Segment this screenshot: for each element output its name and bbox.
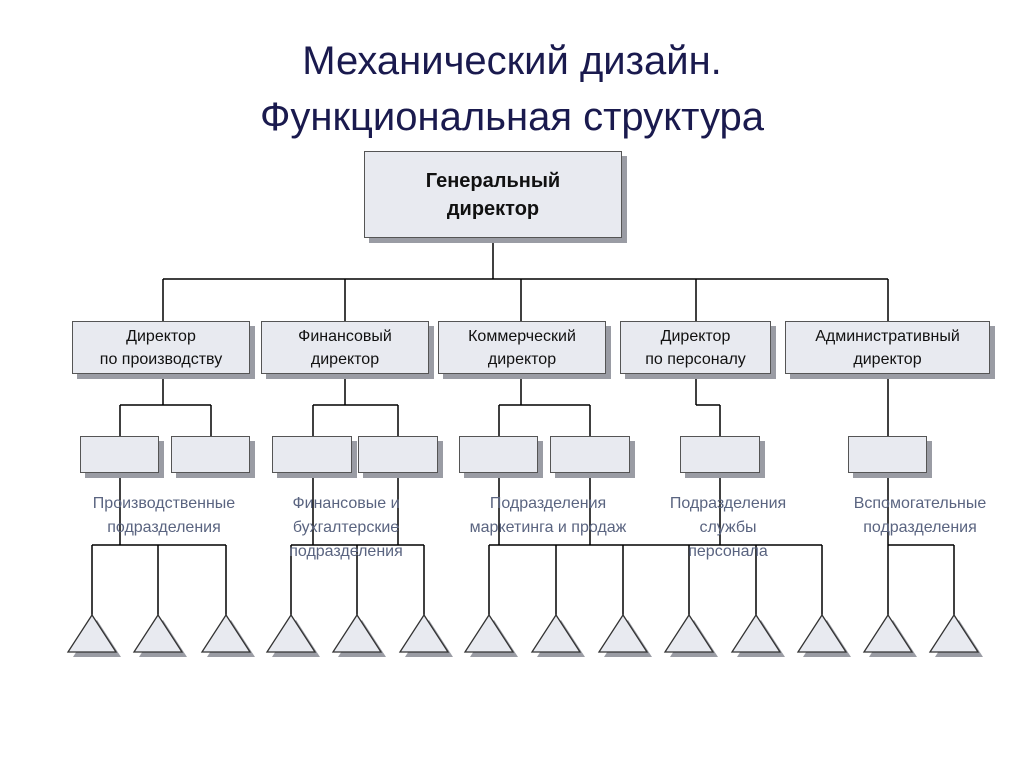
leaf-unit-triangle (730, 613, 782, 653)
leaf-unit-triangle (663, 613, 715, 653)
title-line-2: Функциональная структура (259, 95, 764, 139)
director-label-production: Директор по производству (99, 327, 223, 368)
director-box-production: Директор по производству (72, 321, 250, 374)
director-box-finance: Финансовый директор (261, 321, 429, 374)
leaf-unit-triangle (862, 613, 914, 653)
sub-unit-box (848, 436, 927, 473)
director-label-personnel: Директор по персоналу (645, 327, 746, 368)
leaf-unit-triangle (463, 613, 515, 653)
division-label-marketing: Подразделения маркетинга и продаж (469, 495, 627, 536)
leaf-unit-triangle (265, 613, 317, 653)
director-box-administrative: Административный директор (785, 321, 990, 374)
leaf-unit-triangle (530, 613, 582, 653)
division-label-auxiliary: Вспомогательные подразделения (853, 495, 987, 536)
sub-unit-box (80, 436, 159, 473)
director-box-personnel: Директор по персоналу (620, 321, 771, 374)
division-label-finance: Финансовые и бухгалтерские подразделения (289, 495, 403, 560)
director-box-commercial: Коммерческий директор (438, 321, 606, 374)
director-label-commercial: Коммерческий директор (468, 327, 576, 368)
director-label-finance: Финансовый директор (298, 327, 392, 368)
leaf-unit-triangle (66, 613, 118, 653)
sub-unit-box (171, 436, 250, 473)
title-line-1: Механический дизайн. (302, 39, 722, 83)
leaf-unit-triangle (398, 613, 450, 653)
leaf-unit-triangle (796, 613, 848, 653)
director-label-administrative: Административный директор (815, 327, 960, 368)
division-label-production: Производственные подразделения (92, 495, 236, 536)
sub-unit-box (550, 436, 630, 473)
division-label-personnel: Подразделения службы персонала (669, 495, 787, 560)
leaf-unit-triangle (132, 613, 184, 653)
general-director-box: Генеральный директор (364, 151, 622, 238)
leaf-unit-triangle (928, 613, 980, 653)
sub-unit-box (459, 436, 538, 473)
sub-unit-box (358, 436, 438, 473)
sub-unit-box (272, 436, 352, 473)
leaf-unit-triangle (331, 613, 383, 653)
leaf-unit-triangle (200, 613, 252, 653)
sub-unit-box (680, 436, 760, 473)
leaf-unit-triangle (597, 613, 649, 653)
general-director-label: Генеральный директор (425, 169, 561, 220)
